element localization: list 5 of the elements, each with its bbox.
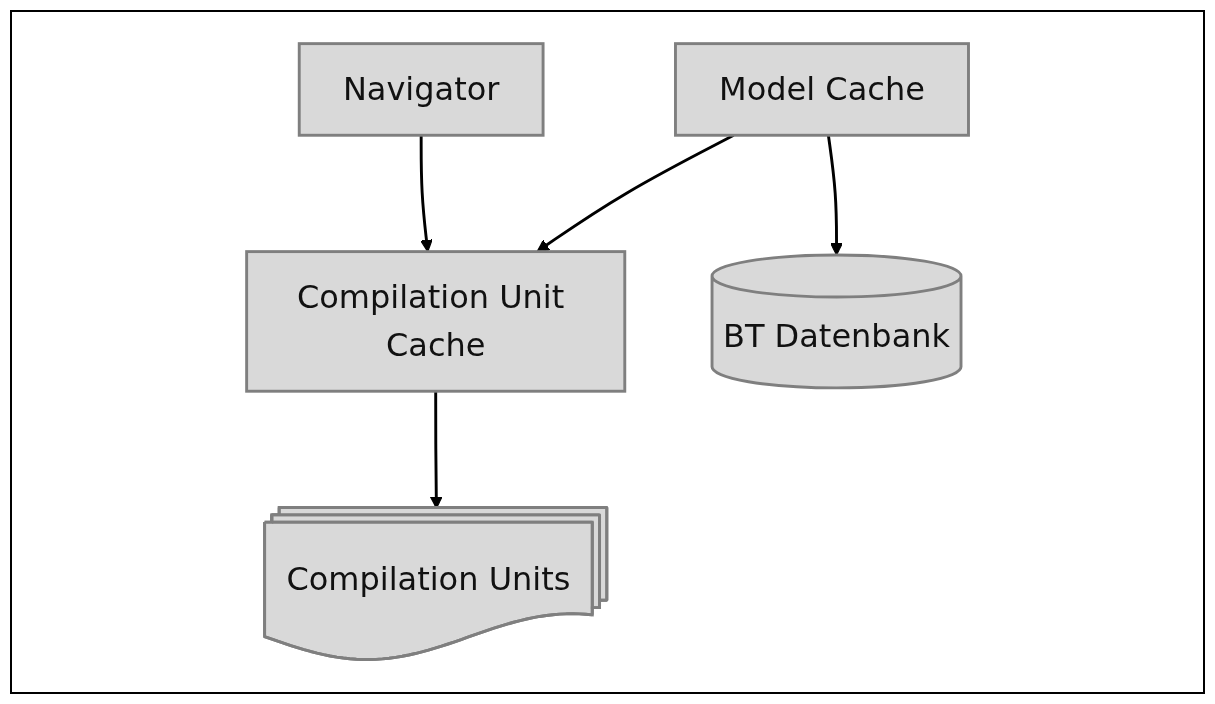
arrow xyxy=(826,135,843,256)
arrow xyxy=(419,135,433,253)
node-box: Compilation Unit Cache xyxy=(245,250,627,394)
node-box: Model Cache xyxy=(673,42,970,138)
node-box: Navigator xyxy=(297,42,545,138)
